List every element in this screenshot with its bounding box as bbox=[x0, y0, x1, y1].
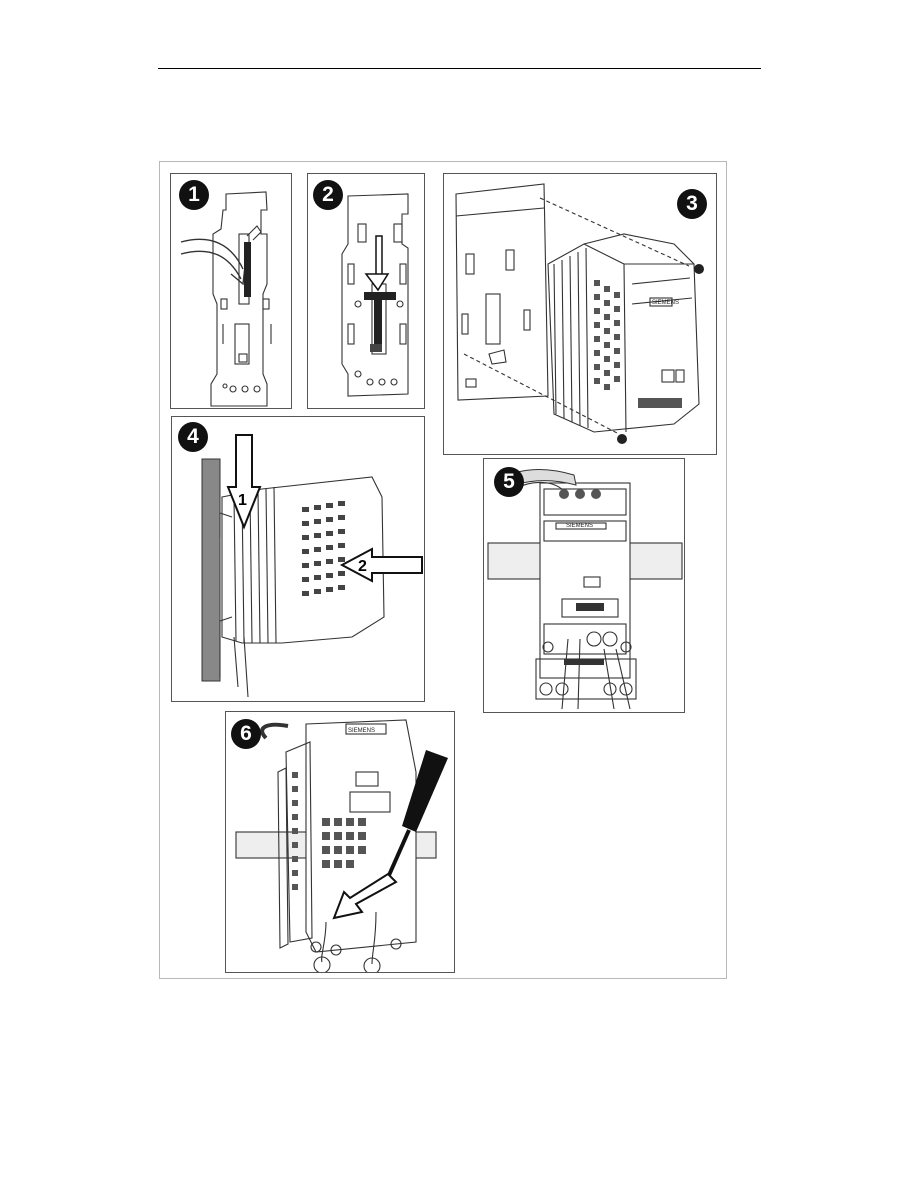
step-4-badge: 4 bbox=[178, 422, 208, 452]
step-6-badge: 6 bbox=[231, 719, 261, 749]
figure-frame: 1 2 bbox=[159, 161, 727, 979]
step-3-badge: 3 bbox=[677, 189, 707, 219]
step-3-panel: SIEMENS 3 bbox=[443, 173, 717, 455]
din-rail-icon bbox=[202, 459, 220, 681]
arrow-icon bbox=[342, 549, 422, 581]
step-2-panel: 2 bbox=[307, 173, 425, 409]
arrow-1-label: 1 bbox=[238, 492, 247, 509]
header-rule bbox=[158, 68, 761, 69]
arrow-2-label: 2 bbox=[358, 558, 367, 575]
screw-icon bbox=[694, 264, 704, 274]
step-5-panel: SIEMENS 5 bbox=[483, 458, 685, 713]
brand-label: SIEMENS bbox=[652, 300, 679, 306]
step-1-panel: 1 bbox=[170, 173, 292, 409]
installed-converter-illustration: SIEMENS bbox=[484, 459, 685, 713]
step-6-panel: SIEMENS 6 bbox=[225, 711, 455, 973]
cable-connection-illustration: SIEMENS bbox=[226, 712, 455, 973]
step-4-panel: 1 2 4 bbox=[171, 416, 425, 702]
brand-label: SIEMENS bbox=[348, 728, 375, 734]
brand-label: SIEMENS bbox=[566, 523, 593, 529]
screw-icon bbox=[617, 434, 627, 444]
converter-mounting-illustration: SIEMENS bbox=[444, 174, 717, 455]
step-2-badge: 2 bbox=[313, 180, 343, 210]
step-5-badge: 5 bbox=[494, 467, 524, 497]
din-rail-snap-illustration: 1 2 bbox=[172, 417, 425, 702]
step-1-badge: 1 bbox=[179, 180, 209, 210]
arrow-icon bbox=[228, 435, 260, 527]
